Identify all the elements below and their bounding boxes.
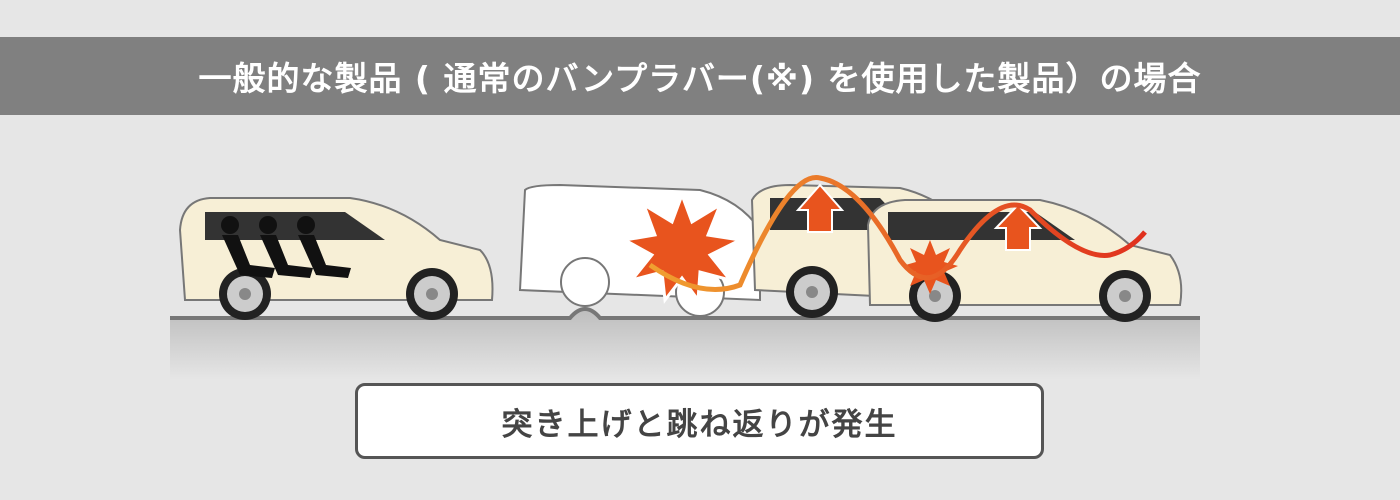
result-label: 突き上げと跳ね返りが発生 <box>501 406 898 443</box>
result-box: 突き上げと跳ね返りが発生 <box>355 383 1044 459</box>
van-ghost <box>518 183 761 317</box>
van-left <box>178 197 494 320</box>
up-arrow-icon <box>993 203 1043 251</box>
passengers-icon <box>221 216 351 278</box>
impact-burst-icon <box>620 190 745 305</box>
page-title: 一般的な製品 ( 通常のバンプラバー(※) を使用した製品）の場合 <box>198 59 1202 98</box>
title-banner: 一般的な製品 ( 通常のバンプラバー(※) を使用した製品）の場合 <box>0 37 1400 115</box>
small-burst-icon <box>902 240 958 294</box>
up-arrow-icon <box>795 183 845 233</box>
bounce-wave-line <box>648 175 1147 292</box>
road-line <box>170 307 1200 320</box>
road-surface <box>170 309 1200 380</box>
